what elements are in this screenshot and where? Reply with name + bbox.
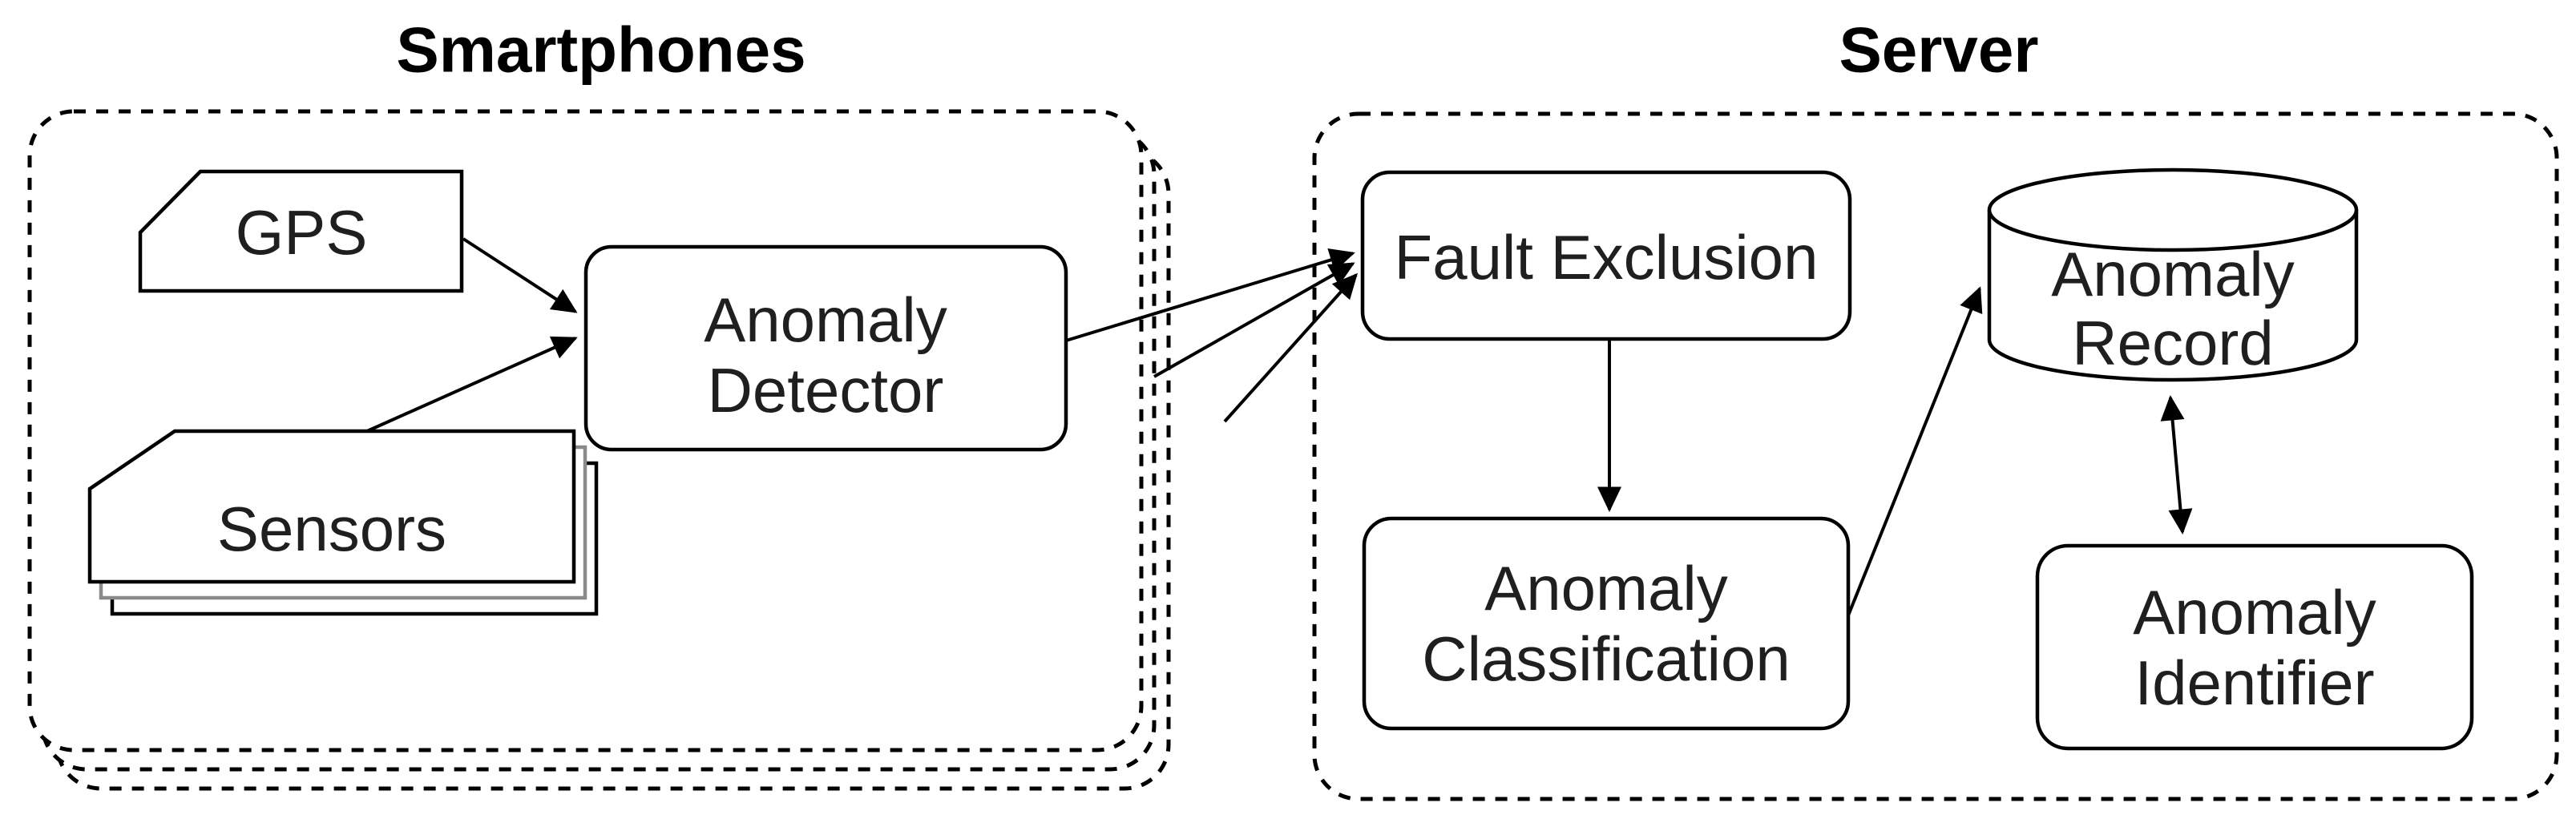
anomaly-identifier-label-line1: Anomaly [2133,577,2376,648]
sensors-card-shape [87,429,576,584]
anomaly-detector-node: Anomaly Detector [583,244,1068,452]
anomaly-detector-box [583,244,1068,452]
edge-anomaly-detector-to-fault-exclusion-2 [1153,262,1355,378]
anomaly-record-label-line2: Record [2072,308,2273,378]
smartphones-group-title: Smartphones [396,14,806,86]
edges [366,237,2193,616]
edge-gps-to-anomaly-detector [462,237,578,313]
gps-node: GPS [138,169,464,293]
anomaly-identifier-node: Anomaly Identifier [2035,543,2474,751]
edge-anomaly-detector-to-fault-exclusion-1 [1065,248,1355,342]
edge-anomaly-classification-to-anomaly-record [1847,286,1983,616]
anomaly-classification-node: Anomaly Classification [1362,516,1851,731]
anomaly-classification-label-line2: Classification [1422,623,1791,694]
edge-anomaly-detector-to-fault-exclusion-3 [1223,272,1359,423]
server-group-title: Server [1839,14,2038,86]
sensors-label: Sensors [217,494,446,564]
database-cylinder-body [1987,210,2359,382]
anomaly-detector-label-line1: Anomaly [704,284,947,355]
anomaly-detector-label-line2: Detector [708,355,944,426]
anomaly-record-database: Anomaly Record [1987,167,2359,382]
sensors-node: Sensors [87,429,599,616]
edge-anomaly-record-to-anomaly-identifier-bidirectional [2160,395,2193,535]
anomaly-record-label-line1: Anomaly [2051,239,2294,309]
fault-exclusion-box [1360,170,1852,341]
edge-sensors-to-anomaly-detector [366,336,578,433]
fault-exclusion-node: Fault Exclusion [1360,170,1852,341]
database-cylinder-top [1987,167,2359,252]
anomaly-identifier-label-line2: Identifier [2134,648,2374,718]
anomaly-identifier-box [2035,543,2474,751]
fault-exclusion-label: Fault Exclusion [1395,222,1819,292]
gps-card-shape [138,169,464,293]
anomaly-classification-box [1362,516,1851,731]
gps-label: GPS [236,197,368,268]
anomaly-classification-label-line1: Anomaly [1484,553,1727,623]
